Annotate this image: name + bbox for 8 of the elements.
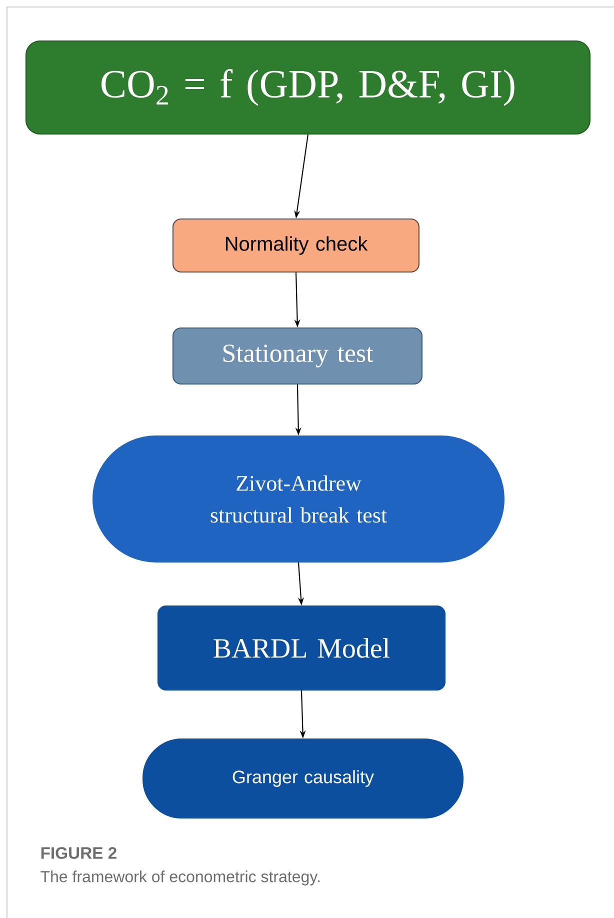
figure-label: FIGURE 2	[41, 847, 116, 859]
process-box: BARDL Model	[157, 605, 446, 691]
process-box: Normality check	[172, 218, 420, 273]
formula-box: CO$_{2}$ = f (GDP, D&F, GI)	[25, 40, 591, 135]
process-box: Stationary test	[172, 327, 423, 385]
terminal-pill: Granger causality	[142, 738, 464, 819]
caption: The framework of econometric strategy.	[40, 870, 320, 886]
terminal-pill: Zivot-Andrew structural break test	[92, 435, 505, 563]
